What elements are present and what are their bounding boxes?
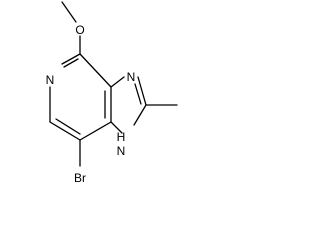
bond-layer xyxy=(49,1,178,167)
bond-c7-c7a xyxy=(79,121,112,141)
bond-c3a-n3 xyxy=(110,76,125,88)
bond-n3-c2 xyxy=(137,76,147,106)
bond-c4-n5-double xyxy=(63,58,79,68)
bond-n3-c2-double xyxy=(134,83,142,105)
atom-label-nh-hydrogen: H xyxy=(117,130,126,144)
bond-c2-n1 xyxy=(133,104,147,126)
structure-canvas: O N N N H Br xyxy=(0,0,181,191)
bond-methyl-o xyxy=(61,1,77,23)
bond-c4-n5 xyxy=(61,53,81,65)
atom-label-bromine: Br xyxy=(74,171,86,185)
bond-n1-c7a xyxy=(110,121,123,134)
bond-c6-c7 xyxy=(49,121,81,141)
atom-label-layer: O N N N H Br xyxy=(46,23,136,185)
atom-label-imidazole-nitrogen: N xyxy=(127,70,136,84)
atom-label-nh-nitrogen: N xyxy=(117,144,126,158)
atom-label-oxygen: O xyxy=(75,23,84,37)
bond-c6-c7-double xyxy=(55,118,81,135)
atom-label-pyridine-nitrogen: N xyxy=(46,73,55,87)
molecule-structure: O N N N H Br xyxy=(46,1,178,185)
bond-c3a-c4 xyxy=(79,53,112,88)
